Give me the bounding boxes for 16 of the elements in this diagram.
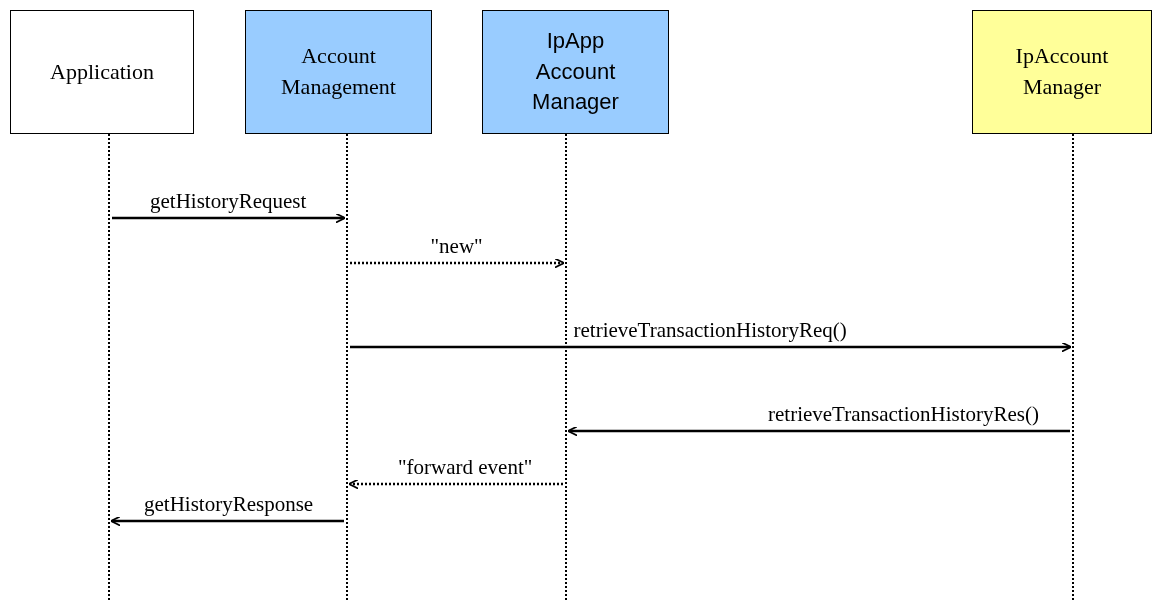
message-arrow bbox=[350, 341, 1072, 353]
message-arrow bbox=[110, 515, 344, 527]
participant-box: Account Management bbox=[245, 10, 432, 134]
lifeline bbox=[1072, 134, 1074, 600]
edge-label: retrieveTransactionHistoryRes() bbox=[767, 403, 1040, 427]
lifeline bbox=[108, 134, 110, 600]
message-arrow bbox=[350, 257, 565, 269]
message-arrow bbox=[112, 212, 346, 224]
edge-label: retrieveTransactionHistoryReq() bbox=[572, 319, 848, 343]
participant-box: IpApp Account Manager bbox=[482, 10, 669, 134]
participant-box: Application bbox=[10, 10, 194, 134]
lifeline bbox=[346, 134, 348, 600]
participant-box: IpAccount Manager bbox=[972, 10, 1152, 134]
lifeline bbox=[565, 134, 567, 600]
message-arrow bbox=[567, 425, 1070, 437]
message-arrow bbox=[348, 478, 563, 490]
